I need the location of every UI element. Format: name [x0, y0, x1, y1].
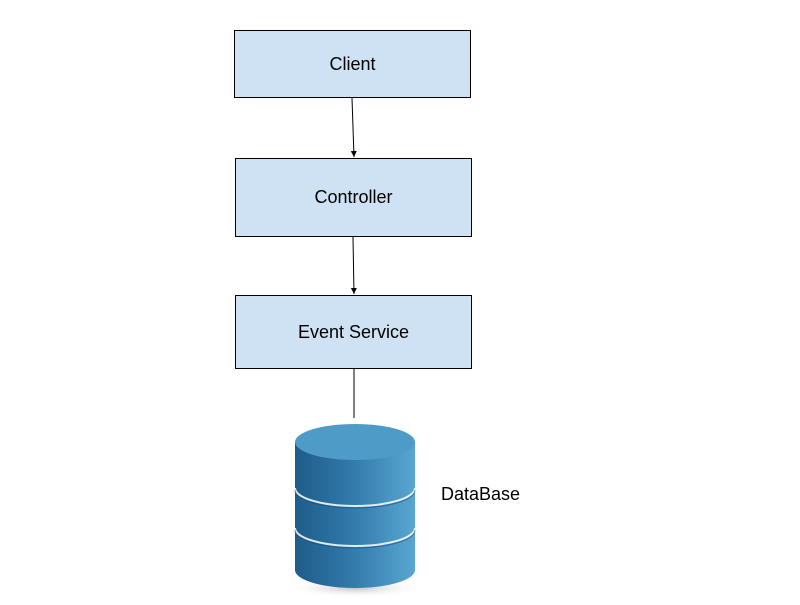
controller-node[interactable]: Controller	[235, 158, 472, 237]
event-service-label: Event Service	[297, 321, 410, 342]
event-service-node[interactable]: Event Service	[235, 295, 472, 369]
client-node[interactable]: Client	[234, 30, 471, 98]
client-label: Client	[329, 53, 376, 74]
database-label: DataBase	[441, 484, 521, 504]
edge-client-controller	[350, 97, 357, 158]
controller-label: Controller	[314, 187, 393, 207]
database-icon	[275, 416, 435, 600]
edge-controller-event-service	[350, 236, 357, 295]
